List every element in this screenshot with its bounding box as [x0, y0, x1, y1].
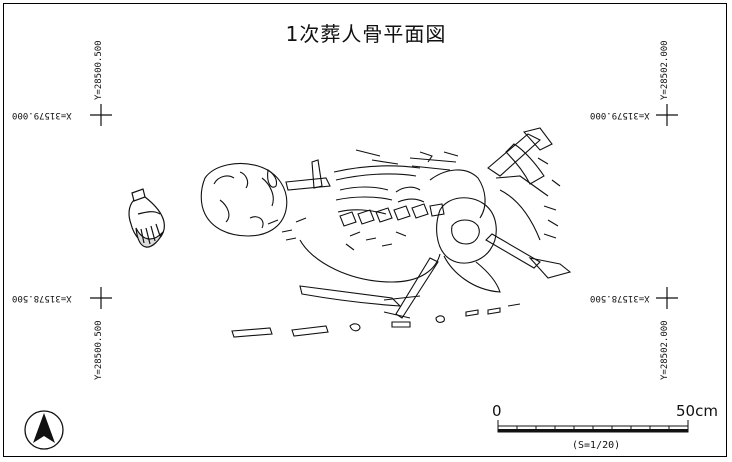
scale-bar — [497, 420, 689, 433]
x-coordinate-label-bottom-left: X=31578.500 — [12, 293, 72, 303]
scale-ratio-label: (S=1/20) — [572, 440, 621, 451]
y-coordinate-label-top-right: Y=28502.000 — [660, 40, 670, 100]
y-coordinate-label-bottom-left: Y=28500.500 — [94, 320, 104, 380]
survey-cross-bottom-right — [656, 287, 678, 309]
survey-cross-bottom-left — [90, 287, 112, 309]
figure-title: 1次葬人骨平面図 — [285, 22, 447, 46]
north-arrow-icon — [24, 410, 64, 450]
scale-start-label: 0 — [492, 402, 502, 420]
drawing-frame — [3, 3, 727, 457]
x-coordinate-label-bottom-right: X=31578.500 — [590, 293, 650, 303]
survey-cross-top-right — [656, 104, 678, 126]
x-coordinate-label-top-left: X=31579.000 — [12, 110, 72, 120]
skeleton-drawing — [200, 127, 572, 319]
pottery-vessel-drawing — [128, 188, 165, 248]
y-coordinate-label-bottom-right: Y=28502.000 — [660, 320, 670, 380]
scale-end-label: 50cm — [676, 402, 718, 420]
y-coordinate-label-top-left: Y=28500.500 — [94, 40, 104, 100]
bone-fragment-row — [231, 303, 521, 338]
x-coordinate-label-top-right: X=31579.000 — [590, 110, 650, 120]
survey-cross-top-left — [90, 104, 112, 126]
